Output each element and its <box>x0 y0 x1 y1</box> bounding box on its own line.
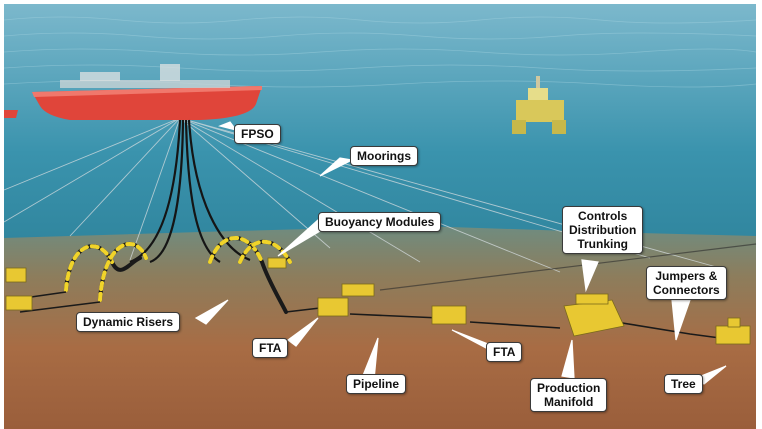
label-tree: Tree <box>664 374 703 394</box>
structure-center <box>341 283 375 297</box>
distant-platform <box>512 76 566 134</box>
fta-left-structure <box>317 297 349 317</box>
fpso-vessel <box>4 64 262 120</box>
label-pipeline: Pipeline <box>346 374 407 394</box>
label-moorings: Moorings <box>350 146 418 166</box>
label-fta-left: FTA <box>252 338 289 358</box>
label-buoyancy-modules: Buoyancy Modules <box>318 212 442 232</box>
subsea-equipment <box>5 257 751 345</box>
label-production-manifold: Production Manifold <box>530 378 608 412</box>
tree-structure <box>715 325 751 345</box>
sea-surface <box>3 16 757 88</box>
structure-midleft <box>267 257 287 269</box>
manifold-top <box>575 293 609 305</box>
tree-top <box>727 317 741 328</box>
label-fta-right: FTA <box>486 342 523 362</box>
structure-left-2 <box>5 295 33 311</box>
label-fpso: FPSO <box>234 124 281 144</box>
label-jumpers-connectors: Jumpers & Connectors <box>646 266 727 300</box>
buoyancy-risers <box>64 236 292 314</box>
fta-right-structure <box>431 305 467 325</box>
label-controls-distribution-trunking: Controls Distribution Trunking <box>562 206 644 254</box>
flowlines <box>9 243 757 339</box>
label-dynamic-risers: Dynamic Risers <box>76 312 181 332</box>
structure-left-1 <box>5 267 27 283</box>
